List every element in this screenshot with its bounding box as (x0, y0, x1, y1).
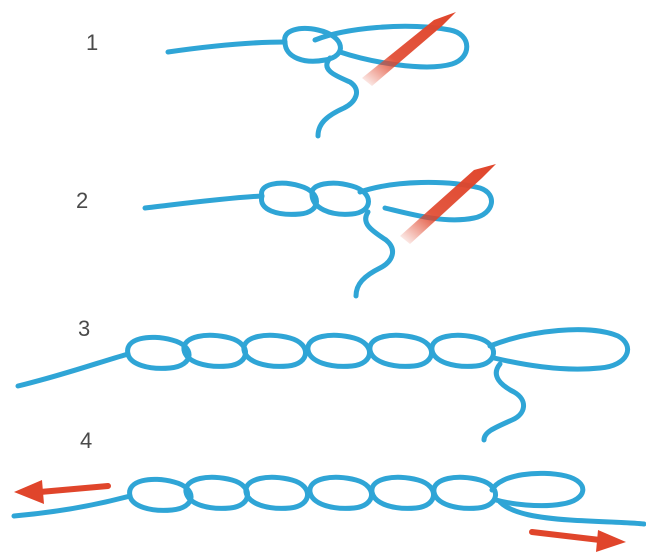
step-1-figure (165, 12, 470, 139)
step-3-loop-5 (367, 332, 434, 369)
step-3-loop-6 (429, 332, 496, 369)
step-2-tail (353, 209, 396, 299)
step-4-right-arrow-icon (529, 529, 626, 552)
step-3-loop-2 (181, 332, 248, 369)
step-2-figure (142, 164, 496, 299)
step-3-loop-1 (125, 334, 192, 371)
step-2-standing-line (142, 193, 265, 211)
step-4-loop-1 (127, 476, 194, 513)
step-3-tail (481, 361, 526, 443)
step-3-figure (15, 327, 631, 443)
step-2-label: 2 (76, 188, 89, 213)
step-4-loop-5 (369, 474, 436, 511)
step-3-loop-4 (305, 332, 372, 369)
step-4-loop-3 (243, 474, 310, 511)
step-4-left-arrow-icon (14, 480, 111, 504)
step-4-loop-6 (431, 474, 498, 511)
step-1-label: 1 (86, 30, 99, 55)
step-2-loop-a (259, 180, 319, 217)
step-4-loop-2 (183, 474, 250, 511)
step-1-arrow-icon (362, 12, 456, 86)
step-1-tail (315, 55, 360, 139)
step-1-standing-line (165, 39, 288, 55)
step-3-label: 3 (78, 316, 91, 341)
step-4-label: 4 (80, 428, 93, 453)
step-4-tail (497, 499, 646, 527)
step-2-arrow-icon (400, 164, 496, 244)
step-3-standing-line (15, 351, 131, 389)
step-4-loop-4 (307, 474, 374, 511)
step-4-standing-line (11, 493, 133, 519)
step-4-figure (11, 470, 646, 552)
step-4-end-loop (489, 470, 586, 509)
step-3-loop-3 (241, 332, 308, 369)
step-1-first-loop (282, 26, 343, 64)
step-3-working-loop (487, 327, 631, 372)
step-2-loop-b (309, 180, 371, 217)
